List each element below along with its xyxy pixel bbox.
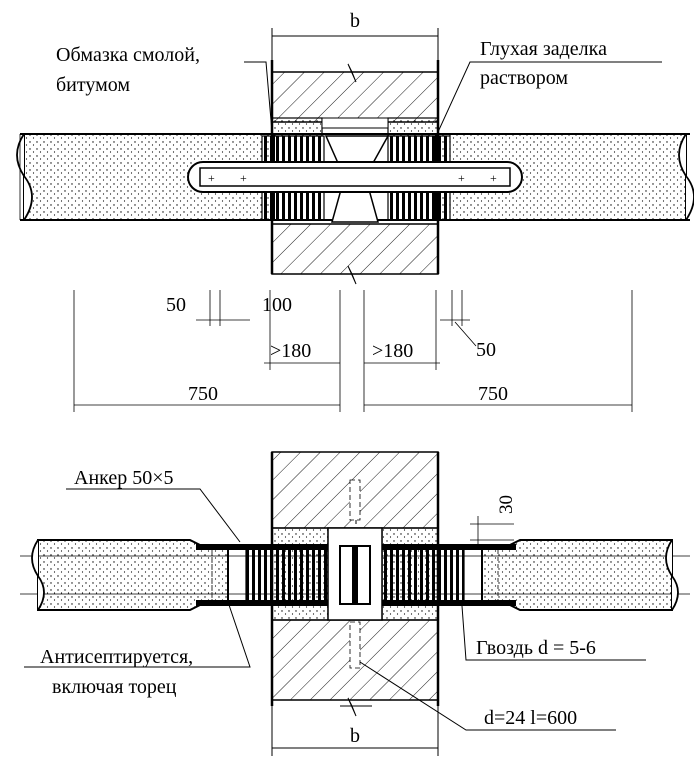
label-antiseptic-2: включая торец [52, 676, 177, 698]
dim-750-left: 750 [188, 383, 218, 405]
label-resin-1: Обмазка смолой, [56, 44, 200, 66]
dim-750-right: 750 [478, 383, 508, 405]
resin-coat-left-b [245, 545, 329, 605]
svg-text:+: + [208, 171, 215, 185]
label-nail: Гвоздь d = 5-6 [476, 637, 596, 659]
dim-50-left: 50 [166, 294, 186, 316]
label-mortar-1: Глухая заделка [480, 38, 607, 60]
dim-180-right: >180 [372, 340, 413, 362]
dim-b-bottom: b [350, 725, 360, 747]
label-resin-2: битумом [56, 74, 130, 96]
resin-coat-right-b [381, 545, 465, 605]
label-dowel: d=24 l=600 [484, 707, 577, 729]
label-anchor: Анкер 50×5 [74, 467, 174, 489]
svg-text:+: + [490, 171, 497, 185]
bottom-section: Анкер 50×5 30 Антисептируется, включая т… [20, 451, 690, 756]
label-antiseptic-1: Антисептируется, [40, 646, 193, 668]
label-mortar-2: раствором [480, 67, 568, 89]
dim-50-right: 50 [476, 339, 496, 361]
dim-30: 30 [496, 495, 517, 514]
top-section: b + + + + Обмазка смолой, битумом Глухая… [16, 10, 694, 412]
dim-180-left: >180 [270, 340, 311, 362]
svg-text:+: + [458, 171, 465, 185]
wall-lower-hatch [271, 223, 439, 275]
beam-left-b [37, 539, 229, 611]
beam-right-b [481, 539, 673, 611]
dim-100: 100 [262, 294, 292, 316]
dim-b-top: b [350, 10, 360, 32]
svg-text:+: + [240, 171, 247, 185]
